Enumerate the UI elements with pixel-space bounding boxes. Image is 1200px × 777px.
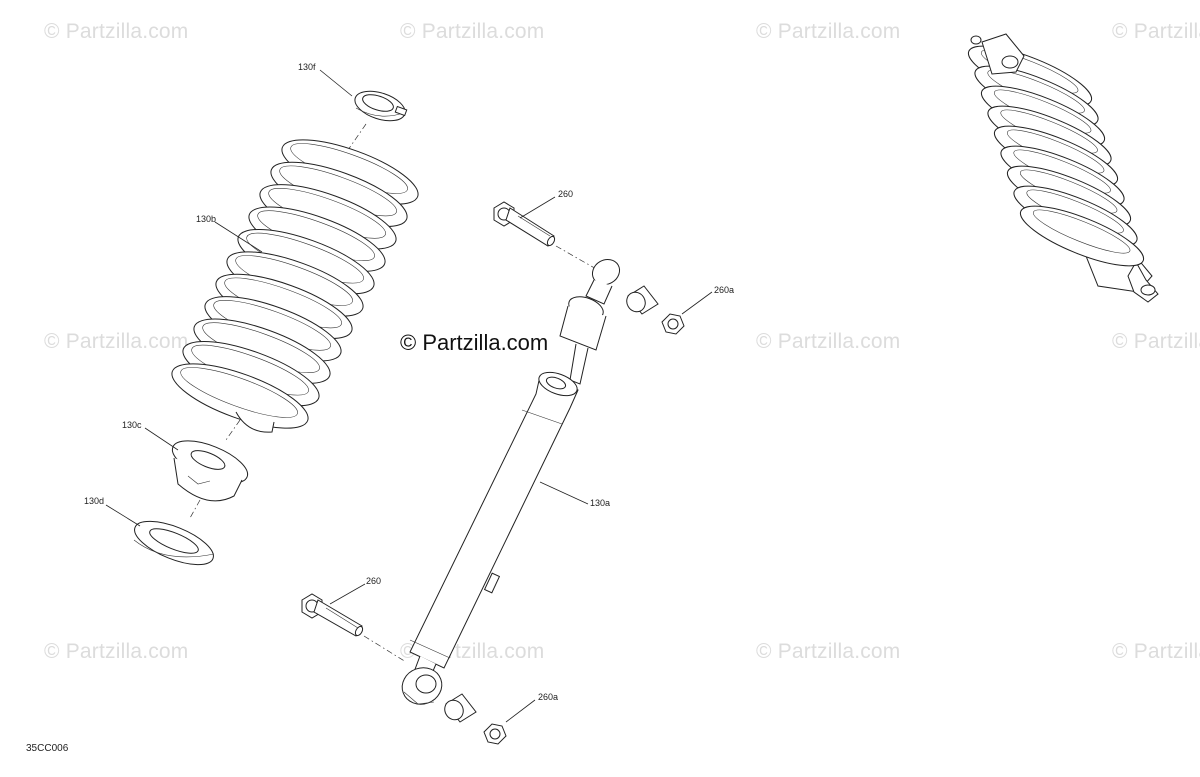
leader-line: [681, 291, 713, 315]
watermark: © Partzilla.com: [756, 640, 901, 663]
centerline: [363, 635, 407, 663]
bolt-260-top[interactable]: [493, 201, 556, 247]
callout-260-top[interactable]: 260: [558, 189, 574, 199]
spring-retainer-130f[interactable]: [351, 86, 408, 127]
callout-260a-top[interactable]: 260a: [714, 285, 735, 295]
center-watermark: © Partzilla.com: [400, 330, 549, 355]
leader-line: [519, 196, 556, 219]
centerline: [225, 419, 241, 441]
callout-260a-bottom[interactable]: 260a: [538, 692, 559, 702]
centerline: [347, 123, 367, 151]
leader-line: [329, 583, 366, 605]
watermark: © Partzilla.com: [400, 20, 545, 43]
bolt-260-bottom[interactable]: [301, 593, 364, 637]
callout-130a[interactable]: 130a: [590, 498, 611, 508]
watermark: © Partzilla.com: [44, 20, 189, 43]
nut-260a-bottom[interactable]: [483, 723, 507, 745]
watermark: © Partzilla.com: [1112, 20, 1200, 43]
callout-260-bottom[interactable]: 260: [366, 576, 382, 586]
leader-line: [214, 221, 263, 253]
leader-line: [144, 427, 179, 451]
washer-130d[interactable]: [129, 512, 219, 573]
leader-line: [319, 69, 353, 97]
watermark: © Partzilla.com: [1112, 330, 1200, 353]
leader-line: [505, 699, 536, 723]
watermark: © Partzilla.com: [756, 20, 901, 43]
diagram-code: 35CC006: [26, 743, 69, 754]
shock-absorber-130a[interactable]: [397, 255, 624, 710]
watermark: © Partzilla.com: [44, 330, 189, 353]
coil-spring-130b[interactable]: [165, 127, 425, 442]
callout-130c[interactable]: 130c: [122, 420, 142, 430]
watermark: © Partzilla.com: [1112, 640, 1200, 663]
centerline: [555, 245, 599, 271]
watermark: © Partzilla.com: [756, 330, 901, 353]
leader-line: [105, 504, 141, 527]
callout-130f[interactable]: 130f: [298, 62, 316, 72]
bushing-260a-top[interactable]: [623, 285, 659, 315]
nut-260a-top[interactable]: [661, 313, 685, 335]
leader-line: [539, 481, 589, 505]
callout-130d[interactable]: 130d: [84, 496, 105, 506]
spring-seat-130c[interactable]: [167, 432, 253, 502]
assembled-shock-view[interactable]: [962, 33, 1159, 303]
centerline: [189, 499, 201, 519]
bushing-260a-bottom[interactable]: [441, 693, 477, 723]
callout-130b[interactable]: 130b: [196, 214, 217, 224]
watermark: © Partzilla.com: [44, 640, 189, 663]
